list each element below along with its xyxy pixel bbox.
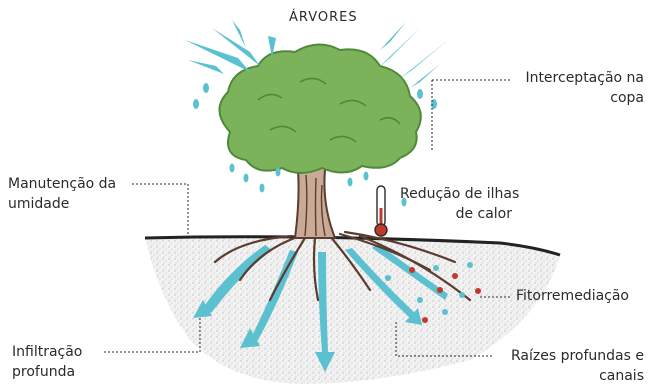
label-infiltration-line1: Infiltração <box>12 344 83 360</box>
label-roots-line1: Raízes profundas e <box>511 348 644 364</box>
leader-lines <box>104 79 512 357</box>
rain-drop-icon <box>185 20 448 207</box>
trunk-lines <box>304 174 326 237</box>
roots <box>213 230 472 302</box>
label-roots-line2: canais <box>599 368 644 384</box>
label-infiltration-line2: profunda <box>12 364 76 380</box>
label-heat-island: Redução de ilhas de calor <box>400 184 520 224</box>
label-interception-line1: Interceptação na <box>525 70 644 86</box>
label-phytoremediation-line1: Fitorremediação <box>516 288 629 304</box>
label-interception-line2: copa <box>610 90 644 106</box>
label-humidity: Manutenção da umidade <box>8 174 116 214</box>
label-humidity-line1: Manutenção da <box>8 176 117 192</box>
thermometer-icon <box>374 185 388 237</box>
label-heat-island-line1: Redução de ilhas <box>400 186 520 202</box>
label-phytoremediation: Fitorremediação <box>516 286 629 306</box>
label-roots: Raízes profundas e canais <box>496 346 644 386</box>
diagram-title: ÁRVORES <box>289 10 358 25</box>
label-heat-island-line2: de calor <box>455 206 512 222</box>
label-infiltration: Infiltração profunda <box>12 342 82 382</box>
ground-line <box>144 235 561 257</box>
label-humidity-line2: umidade <box>8 196 70 212</box>
label-interception: Interceptação na copa <box>512 68 644 108</box>
soil-particles <box>385 259 481 323</box>
canopy <box>218 43 422 174</box>
